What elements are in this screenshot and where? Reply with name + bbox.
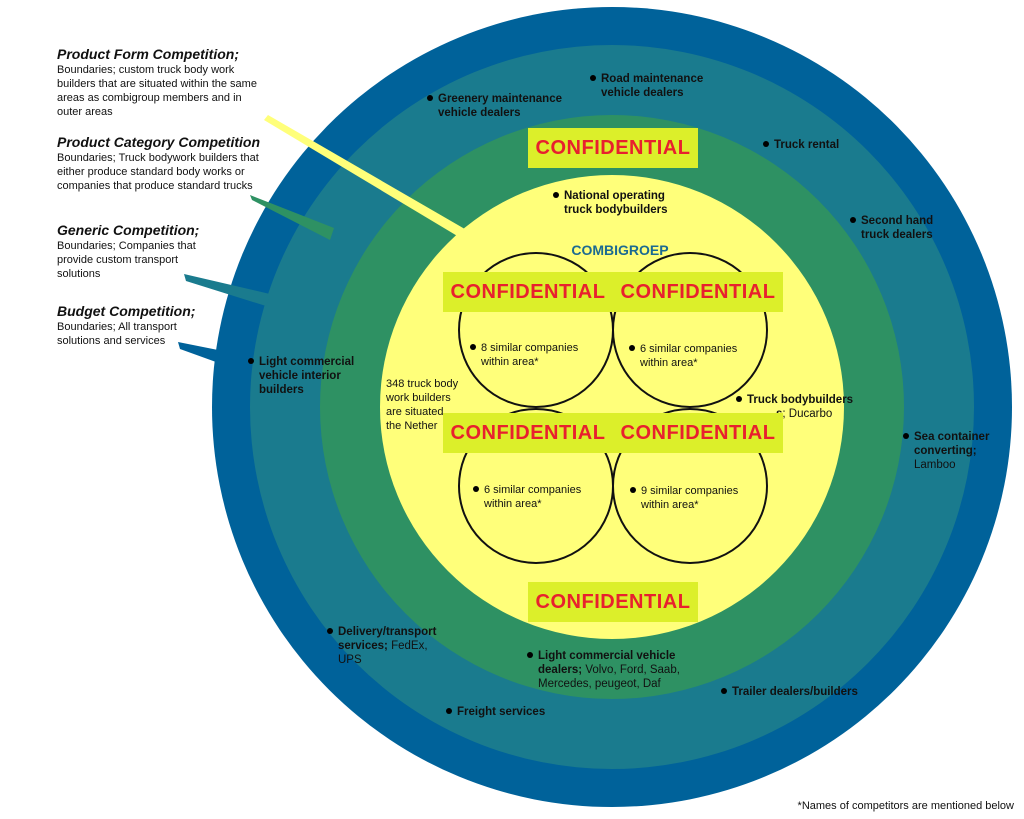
bullet-icon <box>721 688 727 694</box>
product-category-line: companies that produce standard trucks <box>57 180 253 192</box>
circle-3-text: 6 similar companies within area* <box>473 483 581 511</box>
generic-line: Boundaries; Companies that <box>57 240 196 252</box>
generic-pointer <box>184 274 270 306</box>
bullet-icon <box>590 75 596 81</box>
product-form-competition: Product Form Competition; Boundaries; cu… <box>57 46 257 119</box>
bullet-icon <box>553 192 559 198</box>
product-category-competition: Product Category Competition Boundaries;… <box>57 134 260 193</box>
core-left-note: 348 truck body work builders are situate… <box>386 378 459 432</box>
company-circle-2 <box>612 252 768 408</box>
company-circle-4 <box>612 408 768 564</box>
product-form-line: Boundaries; custom truck body work <box>57 64 235 76</box>
national-label: National operating truck bodybuilders <box>553 189 668 217</box>
category-pointer <box>250 195 334 240</box>
product-category-line: Boundaries; Truck bodywork builders that <box>57 152 259 164</box>
truck-rental-label: Truck rental <box>763 138 839 152</box>
confidential-label-bottom: CONFIDENTIAL <box>528 582 698 622</box>
greenery-label: Greenery maintenance vehicle dealers <box>427 92 562 120</box>
second-hand-label: Second hand truck dealers <box>850 214 933 242</box>
confidential-label-lower-left: CONFIDENTIAL <box>443 413 613 453</box>
sea-container-label: Sea container converting; Lamboo <box>903 430 989 472</box>
generic-line: solutions <box>57 268 101 280</box>
product-form-line: builders that are situated within the sa… <box>57 78 257 90</box>
circle-2-text: 6 similar companies within area* <box>629 342 737 370</box>
product-category-title: Product Category Competition <box>57 134 261 150</box>
product-form-title: Product Form Competition; <box>57 46 239 62</box>
freight-label: Freight services <box>446 705 545 719</box>
bullet-icon <box>470 344 476 350</box>
circle-4-text: 9 similar companies within area* <box>630 484 738 512</box>
budget-line: Boundaries; All transport <box>57 321 177 333</box>
bullet-icon <box>736 396 742 402</box>
combigroep-title: COMBIGROEP <box>571 242 669 258</box>
budget-competition: Budget Competition; Boundaries; All tran… <box>57 303 195 348</box>
bullet-icon <box>248 358 254 364</box>
light-dealers-label: Light commercial vehicle dealers; Volvo,… <box>527 649 680 691</box>
circle-1-text: 8 similar companies within area* <box>470 341 578 369</box>
generic-line: provide custom transport <box>57 254 179 266</box>
bullet-icon <box>527 652 533 658</box>
budget-pointer <box>178 342 218 362</box>
confidential-label-lower-right: CONFIDENTIAL <box>613 413 783 453</box>
form-pointer <box>264 115 470 240</box>
budget-line: solutions and services <box>57 335 166 347</box>
bullet-icon <box>763 141 769 147</box>
confidential-label-upper-left: CONFIDENTIAL <box>443 272 613 312</box>
product-form-line: areas as combigroup members and in <box>57 92 242 104</box>
bullet-icon <box>850 217 856 223</box>
trailer-label: Trailer dealers/builders <box>721 685 858 699</box>
confidential-label-upper-right: CONFIDENTIAL <box>613 272 783 312</box>
product-form-line: outer areas <box>57 106 113 118</box>
bullet-icon <box>629 345 635 351</box>
budget-title: Budget Competition; <box>57 303 196 319</box>
generic-competition: Generic Competition; Boundaries; Compani… <box>57 222 199 281</box>
generic-title: Generic Competition; <box>57 222 200 238</box>
delivery-label: Delivery/transport services; FedEx, UPS <box>327 625 436 667</box>
bullet-icon <box>473 486 479 492</box>
bullet-icon <box>630 487 636 493</box>
road-maintenance-label: Road maintenance vehicle dealers <box>590 72 703 100</box>
bullet-icon <box>903 433 909 439</box>
bullet-icon <box>427 95 433 101</box>
confidential-label-top: CONFIDENTIAL <box>528 128 698 168</box>
bullet-icon <box>327 628 333 634</box>
bullet-icon <box>446 708 452 714</box>
footnote: *Names of competitors are mentioned belo… <box>797 800 1014 812</box>
light-interior-label: Light commercial vehicle interior builde… <box>248 355 354 397</box>
product-category-line: either produce standard body works or <box>57 166 245 178</box>
